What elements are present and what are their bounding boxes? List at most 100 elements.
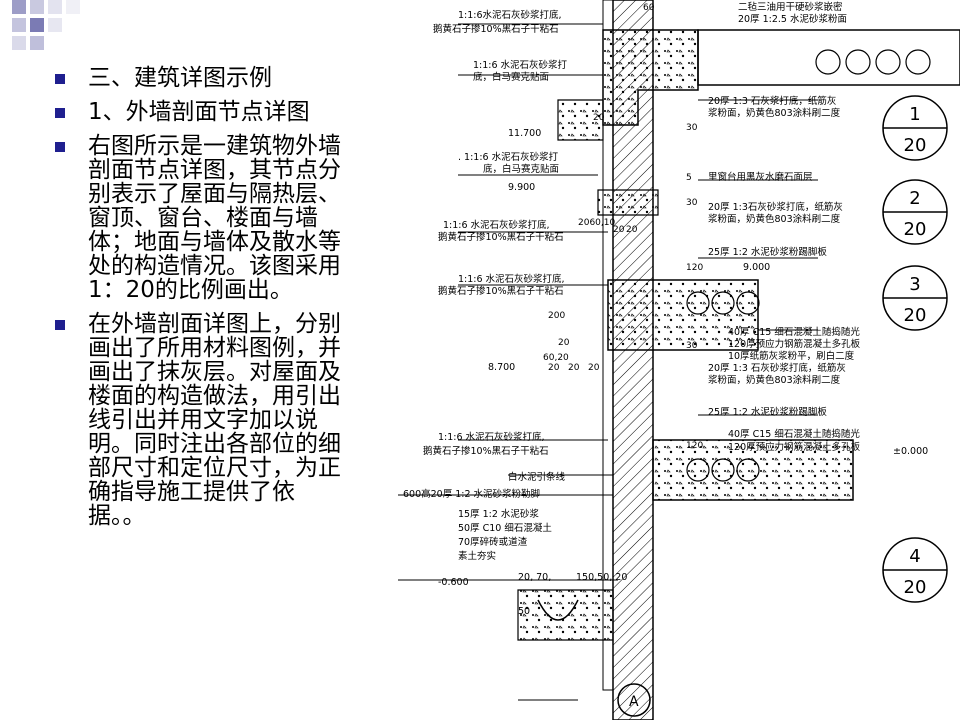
svg-text:1: 1 (909, 104, 920, 125)
dimension: 20 (568, 363, 580, 373)
annotation: 素土夯实 (458, 550, 496, 562)
annotation: 11.700 (508, 128, 541, 139)
dimension: 200 (548, 311, 565, 321)
annotation: 9.000 (743, 262, 770, 273)
bullet-item: 在外墙剖面详图上，分别画出了所用材料图例，并画出了抹灰层。对屋面及楼面的构造做法… (52, 312, 352, 528)
axis-marker (617, 683, 651, 717)
annotation: ±0.000 (893, 446, 928, 457)
floor-slab (607, 279, 759, 351)
annotation: 1:1:6 水泥石灰砂浆打 (473, 59, 568, 71)
annotation: 20厚 1:3石灰砂浆打底，纸筋灰 (708, 201, 843, 213)
annotation: 25厚 1:2 水泥砂浆粉踢脚板 (708, 246, 827, 258)
annotation: 底，白马赛克贴面 (483, 163, 559, 175)
svg-text:20: 20 (904, 135, 927, 156)
svg-text:20: 20 (904, 577, 927, 598)
annotation: 600高20厚 1:2 水泥砂浆粉勒脚 (403, 488, 540, 500)
dimension: 20 (626, 225, 638, 235)
annotation: 鹅黄石子掺10%黑石子干粘石 (423, 445, 549, 457)
dimension: 120 (686, 441, 703, 451)
floor-hollow-core-holes (686, 291, 760, 315)
annotation: 50 (518, 606, 530, 617)
annotation: 1:1:6 水泥石灰砂浆打底, (443, 219, 550, 231)
detail-marker-2: 2 20 (882, 179, 948, 245)
bullet-list: 三、建筑详图示例 1、外墙剖面节点详图 右图所示是一建筑物外墙剖面节点详图，其节… (52, 66, 352, 538)
bullet-text: 1、外墙剖面节点详图 (88, 99, 310, 125)
bullet-marker (55, 142, 65, 152)
dimension: 30 (686, 198, 698, 208)
dimension-labels: 60 20 30 5 30 2060,10 20 20 120 200 20 6… (543, 3, 703, 451)
svg-text:20: 20 (904, 305, 927, 326)
annotation: 白水泥引条线 (508, 471, 566, 483)
axis-label: A (629, 694, 639, 710)
bullet-text: 右图所示是一建筑物外墙剖面节点详图，其节点分别表示了屋面与隔热层、窗顶、窗台、楼… (88, 133, 341, 303)
drain-gutter (537, 599, 579, 621)
detail-marker-4: 4 20 (882, 537, 948, 603)
annotation: 40厚 C15 细石混凝土随捣随光 (728, 326, 860, 338)
dimension: 20 (588, 363, 600, 373)
window-lintel (557, 99, 604, 141)
annotation: 10厚纸筋灰浆粉平，刷白二度 (728, 350, 855, 362)
annotation: 120厚预应力钢筋混凝土多孔板 (728, 338, 861, 350)
detail-marker-3: 3 20 (882, 265, 948, 331)
dimension: 5 (686, 173, 692, 183)
annotation: 15厚 1:2 水泥砂浆 (458, 508, 539, 520)
dimension: 120 (686, 263, 703, 273)
annotation: 40厚 C15 细石混凝土随捣随光 (728, 428, 860, 440)
annotation: 鹅黄石子掺10%黑石子干粘石 (438, 231, 564, 243)
annotation: 浆粉面，奶黄色803涂料刷二度 (708, 374, 841, 386)
annotation: 1:1:6 水泥石灰砂浆打底, (458, 273, 565, 285)
wall-section-drawing: 1 20 2 20 3 20 4 20 1:1:6水泥石灰砂浆打底, 鹅黄石子掺… (398, 0, 960, 720)
annotation: 1:1:6水泥石灰砂浆打底, (458, 9, 562, 21)
annotation: 底，白马赛克贴面 (473, 71, 549, 83)
dimension: 60,20 (543, 353, 569, 363)
detail-marker-1: 1 20 (882, 95, 948, 161)
annotation: 8.700 (488, 362, 515, 373)
decorative-squares (12, 0, 80, 50)
bullet-marker (55, 108, 65, 118)
svg-text:2: 2 (909, 188, 920, 209)
leader-lines (398, 23, 818, 701)
roof-panel (697, 29, 960, 86)
hollow-core-holes (815, 49, 931, 75)
apron (517, 589, 614, 641)
annotation: 二毡三油用干硬砂浆嵌密 (738, 1, 843, 13)
bullet-marker (55, 74, 65, 84)
dimension: 20 (593, 113, 605, 123)
annotation: 浆粉面，奶黄色803涂料刷二度 (708, 107, 841, 119)
svg-text:4: 4 (909, 546, 920, 567)
annotation: 20, 70, (518, 572, 551, 583)
annotation: 浆粉面，奶黄色803涂料刷二度 (708, 213, 841, 225)
bullet-text: 在外墙剖面详图上，分别画出了所用材料图例，并画出了抹灰层。对屋面及楼面的构造做法… (88, 311, 341, 529)
dimension: 30 (686, 123, 698, 133)
dimension: 20 (613, 225, 625, 235)
bullet-text: 三、建筑详图示例 (88, 65, 272, 91)
dimension: 60 (643, 3, 655, 13)
annotation: 50厚 C10 细石混凝土 (458, 522, 552, 534)
annotation: 里窗台用黑灰水磨石面层 (708, 171, 813, 183)
dimension: 30 (686, 341, 698, 351)
annotation: 20厚 1:3 石灰浆打底，纸筋灰 (708, 95, 836, 107)
annotation: 鹅黄石子掺10%黑石子干粘石 (438, 285, 564, 297)
bullet-item: 三、建筑详图示例 (52, 66, 352, 90)
ground-hollow-core-holes (686, 458, 760, 482)
annotation: -0.600 (438, 577, 469, 588)
annotation: 1:1:6 水泥石灰砂浆打底, (438, 431, 545, 443)
annotation: 70厚碎砖或道渣 (458, 536, 528, 548)
dimension: 20 (558, 338, 570, 348)
annotation: 鹅黄石子掺10%黑石子干粘石 (433, 23, 559, 35)
annotation: 20厚 1:3 石灰砂浆打底，纸筋灰 (708, 362, 846, 374)
annotation: 150,50, 20 (576, 572, 627, 583)
annotation: 25厚 1:2 水泥砂浆粉踢脚板 (708, 406, 827, 418)
bullet-item: 右图所示是一建筑物外墙剖面节点详图，其节点分别表示了屋面与隔热层、窗顶、窗台、楼… (52, 134, 352, 302)
ground-floor (652, 439, 854, 501)
window-sill (597, 189, 659, 216)
dimension: 20 (548, 363, 560, 373)
annotation: . 1:1:6 水泥石灰砂浆打 (458, 151, 559, 163)
bullet-marker (55, 320, 65, 330)
annotation: 120厚预应力钢筋混凝土多孔板 (728, 441, 861, 453)
bullet-item: 1、外墙剖面节点详图 (52, 100, 352, 124)
annotation: 9.900 (508, 182, 535, 193)
dimension: 2060,10 (578, 218, 615, 228)
annotation: 20厚 1:2.5 水泥砂浆粉面 (738, 13, 847, 25)
svg-text:20: 20 (904, 219, 927, 240)
